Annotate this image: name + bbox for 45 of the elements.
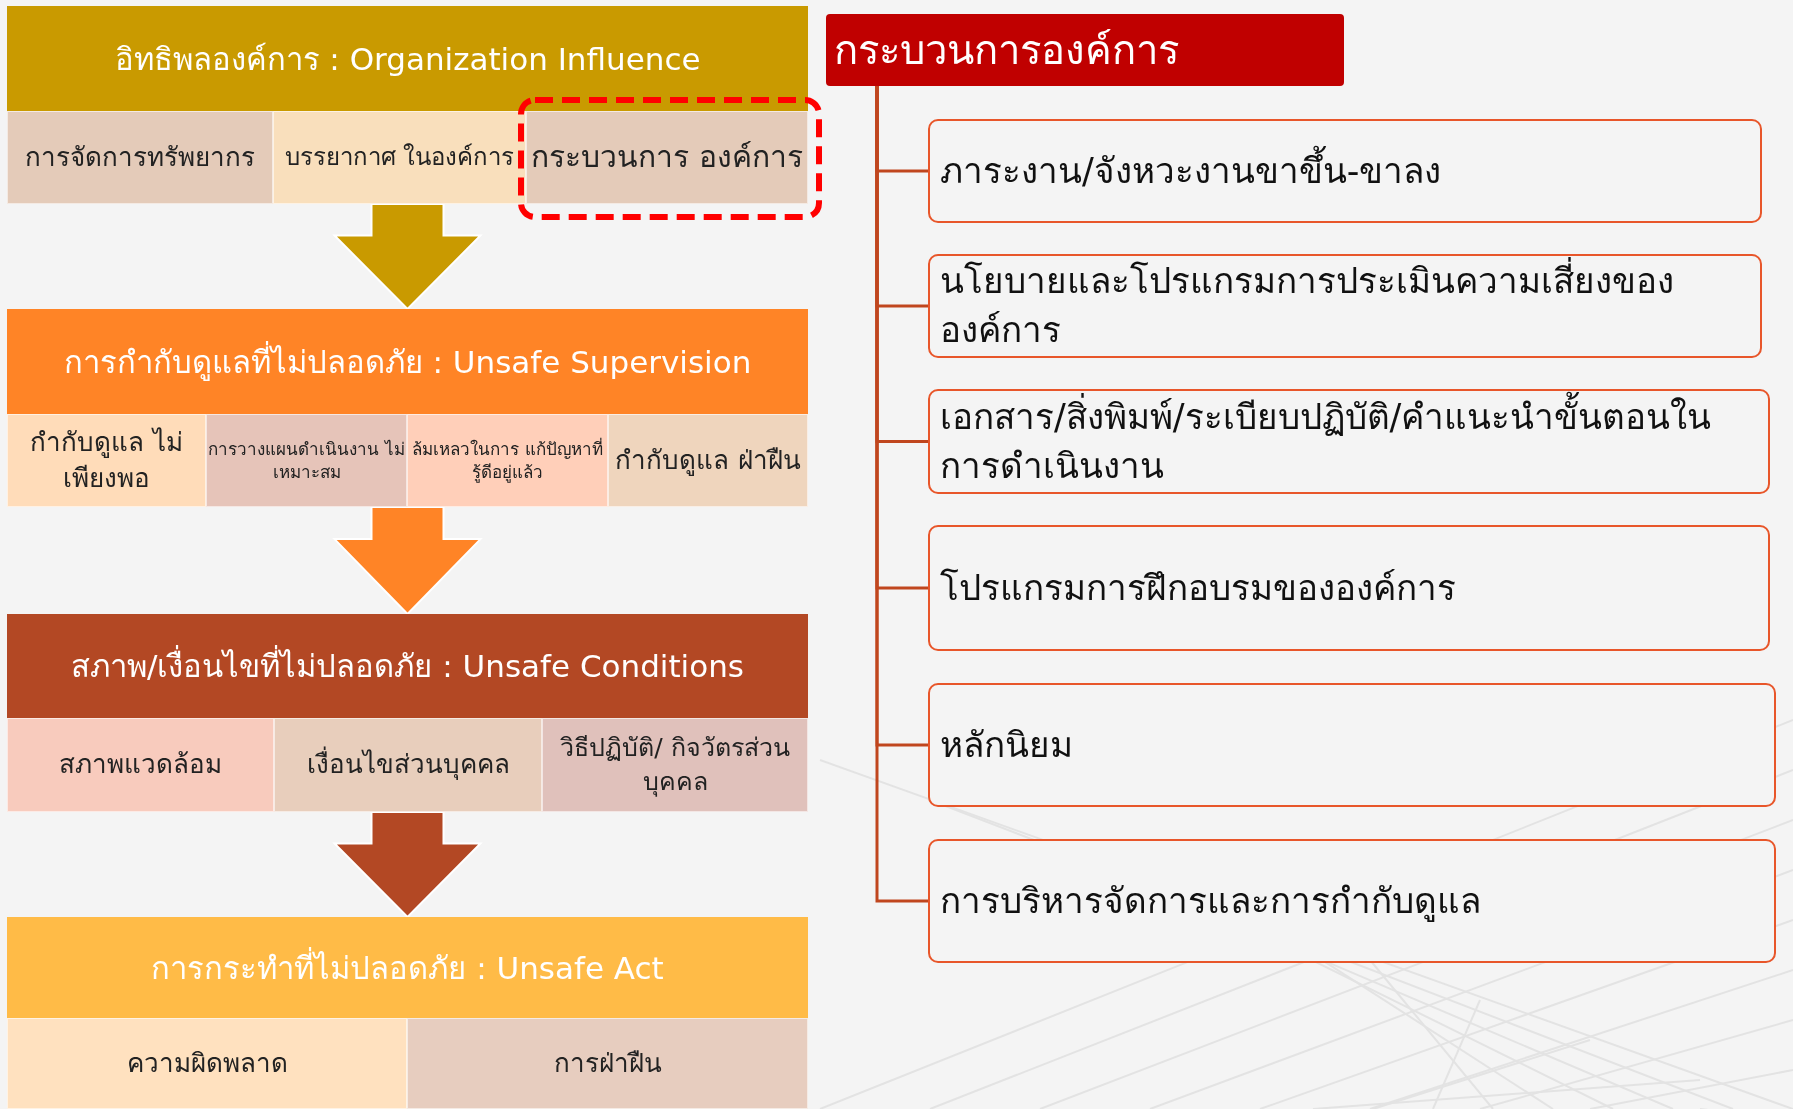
factor-box (407, 414, 608, 507)
band-title: สภาพ/เงื่อนไขที่ไม่ปลอดภัย : Unsafe Conditions (71, 641, 744, 691)
factor-box (273, 111, 526, 204)
item-text: นโยบายและโปรแกรมการประเมินความเสี่ยงของ องค์การ (940, 257, 1750, 355)
factor-box (608, 414, 808, 507)
factor-text: การวางแผนดำเนินงาน ไม่เหมาะสม (207, 437, 406, 484)
level-band (7, 614, 808, 812)
band-title: การกำกับดูแลที่ไม่ปลอดภัย : Unsafe Supervision (63, 340, 752, 383)
block-arrow (332, 811, 483, 919)
item-text: การบริหารจัดการและการกำกับดูแล (940, 879, 1481, 924)
factor-text: กระบวนการ องค์การ (531, 138, 803, 177)
item-text: เอกสาร/สิ่งพิมพ์/ระเบียบปฏิบัติ/คำแนะนำขั้นตอนใน การดำเนินงาน (940, 392, 1758, 491)
factor-text: เงื่อนไขส่วนบุคคล (306, 747, 510, 783)
item-box (928, 839, 1776, 963)
item-box (928, 683, 1776, 807)
title-text: กระบวนการองค์การ (834, 26, 1179, 75)
level-band (7, 309, 808, 507)
factor-box (206, 414, 407, 507)
factor-box (7, 1018, 407, 1109)
level-band (7, 917, 808, 1109)
factor-text: บรรยากาศ ในองค์การ (284, 142, 515, 174)
block-arrow (332, 203, 483, 311)
factor-text: วิธีปฏิบัติ/ กิจวัตรส่วนบุคคล (559, 732, 791, 799)
factor-text: การฝ่าฝืน (553, 1046, 662, 1080)
factor-box (407, 1018, 808, 1109)
item-text: โปรแกรมการฝึกอบรมขององค์การ (940, 566, 1456, 610)
item-box (928, 119, 1762, 223)
factor-text: กำกับดูแล ไม่เพียงพอ (29, 426, 184, 495)
block-arrow (332, 506, 483, 616)
item-text: หลักนิยม (940, 723, 1073, 767)
factor-box (7, 414, 206, 507)
band-title: อิทธิพลองค์การ : Organization Influence (114, 39, 701, 79)
factor-box (542, 718, 808, 812)
factor-text: การจัดการทรัพยากร (25, 140, 255, 174)
factor-box (7, 111, 273, 204)
factor-text: ล้มเหลวในการ แก้ปัญหาที่รู้ดีอยู่แล้ว (411, 437, 604, 484)
item-text: ภาระงาน/จังหวะงานขาขึ้น-ขาลง (940, 146, 1442, 196)
item-box (928, 525, 1770, 651)
title-box (826, 14, 1344, 86)
factor-box (7, 718, 274, 812)
factor-text: ความผิดพลาด (126, 1046, 288, 1080)
factor-text: กำกับดูแล ฝ่าฝืน (615, 443, 801, 478)
factor-text: สภาพแวดล้อม (59, 748, 222, 782)
band-title: การกระทำที่ไม่ปลอดภัย : Unsafe Act (151, 946, 664, 988)
factor-box (274, 718, 542, 812)
